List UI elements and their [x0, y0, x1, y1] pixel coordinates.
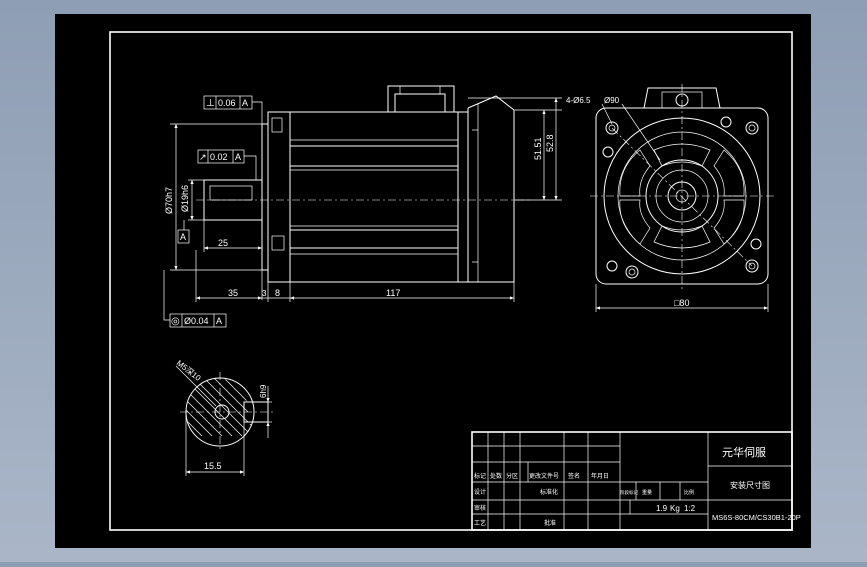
flange-width-label: □80	[674, 298, 689, 308]
runout-datum: A	[235, 152, 241, 162]
weight-value: 1.9	[656, 504, 668, 513]
concentricity-datum: A	[216, 316, 222, 326]
side-view	[163, 85, 562, 328]
perpendicularity-datum: A	[242, 98, 248, 108]
tb-r1-c2: 处数	[490, 472, 502, 480]
hole-callout: 4-Ø6.5	[566, 96, 591, 105]
drawing-frame	[109, 31, 793, 531]
stage-label: 阶段标记	[620, 489, 638, 496]
dim-3: 3	[262, 289, 267, 298]
tb-r1-c1: 标记	[474, 472, 486, 480]
concentricity-symbol: ◎	[171, 316, 180, 327]
dim-body-length: 117	[386, 288, 400, 298]
dim-52-8: 52.8	[545, 134, 555, 152]
model-number: MS6S-80CM/CS30B1-20P	[712, 513, 801, 522]
weight-unit: Kg	[670, 504, 680, 513]
tb-r4-c1: 工艺	[474, 519, 486, 527]
dim-flange-diameter: Ø70h7	[164, 187, 174, 214]
scale-label: 比例	[684, 489, 694, 496]
tb-r1-c6: 年月日	[591, 472, 609, 480]
runout-tolerance: 0.02	[210, 152, 228, 162]
perpendicularity-symbol: ⊥	[206, 98, 215, 109]
dim-8: 8	[275, 288, 280, 298]
tb-r2-c4: 标准化	[540, 488, 558, 496]
dim-51-51: 51.51	[533, 137, 543, 160]
tb-r1-c5: 签名	[568, 472, 580, 480]
title-block	[471, 431, 793, 531]
front-view	[590, 84, 776, 312]
dim-35: 35	[228, 288, 238, 298]
drawing-title: 安装尺寸图	[730, 480, 770, 490]
concentricity-tolerance: Ø0.04	[184, 316, 209, 326]
datum-a-label: A	[180, 232, 186, 242]
tb-r2-c1: 设计	[474, 488, 486, 496]
pcd-callout: Ø90	[604, 96, 620, 105]
tb-r1-c4: 更改文件号	[529, 472, 559, 480]
company-name: 元华伺服	[722, 445, 766, 459]
tb-r4-c4: 批准	[544, 519, 556, 527]
tb-r1-c3: 分区	[506, 472, 518, 480]
weight-label: 重量	[642, 489, 652, 496]
dim-shaft-diameter: Ø19h6	[180, 185, 190, 212]
dim-shaft-length: 25	[218, 238, 228, 248]
key-width-label: 6h9	[259, 384, 268, 398]
tb-r3-c1: 审核	[474, 504, 486, 512]
model-space[interactable]	[55, 14, 811, 548]
section-width-label: 15.5	[204, 461, 222, 471]
scale-value: 1:2	[684, 504, 696, 513]
perpendicularity-tolerance: 0.06	[218, 98, 236, 108]
runout-symbol: ↗	[199, 152, 207, 162]
